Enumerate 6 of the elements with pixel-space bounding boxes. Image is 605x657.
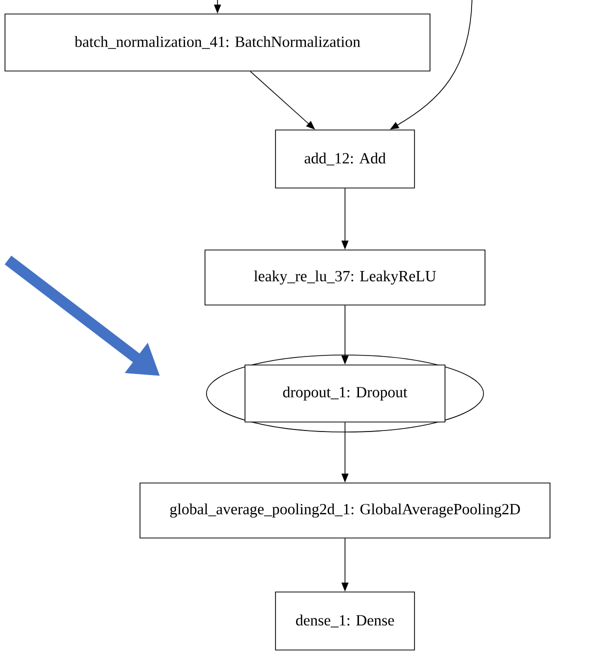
layer-box: batch_normalization_41: BatchNormalization xyxy=(4,14,430,72)
layer-box: dense_1: Dense xyxy=(275,592,415,650)
layer-box: dropout_1: Dropout xyxy=(244,364,446,422)
layer-box: add_12: Add xyxy=(275,130,415,188)
layer-box: leaky_re_lu_37: LeakyReLU xyxy=(204,250,486,306)
layer-box: global_average_pooling2d_1: GlobalAveragePooling2D xyxy=(140,482,550,538)
